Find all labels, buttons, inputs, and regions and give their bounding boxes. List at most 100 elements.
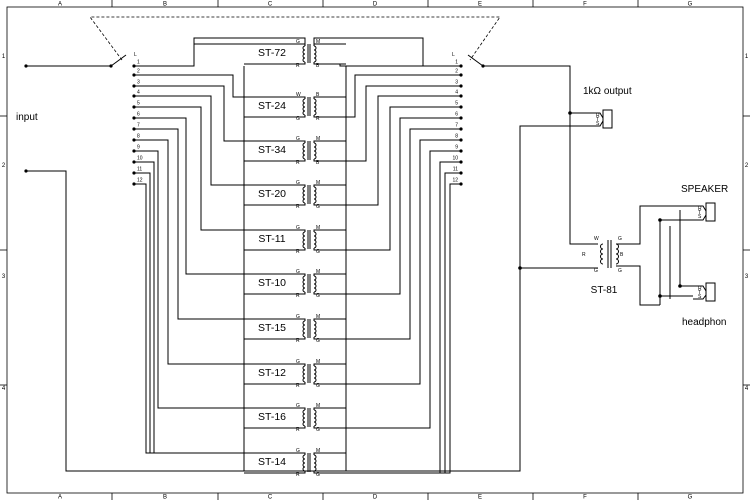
- secondary-coil-turn: [313, 369, 317, 375]
- switch-left-contact: [132, 105, 136, 109]
- secondary-coil-turn: [313, 275, 317, 281]
- switch-right-route: [346, 150, 461, 429]
- jack-body: [705, 202, 716, 222]
- primary-coil-turn: [302, 287, 306, 293]
- wire: [244, 382, 306, 385]
- speaker-jack: [693, 202, 716, 222]
- wire: [616, 205, 693, 245]
- wire: [244, 318, 306, 321]
- grid-col-bottom-F: F: [583, 495, 587, 500]
- grid-row-right-3: 3: [745, 274, 749, 280]
- output-line: [483, 65, 590, 114]
- transformer-pin-label: G: [296, 359, 300, 365]
- transformer-pin-label: M: [316, 403, 320, 409]
- transformer-pin-label: G: [296, 180, 300, 186]
- primary-coil-turn: [302, 283, 306, 289]
- transformer-name-st-14: ST-14: [258, 456, 286, 468]
- secondary-coil-turn: [313, 239, 317, 245]
- transformer-name-st-20: ST-20: [258, 188, 286, 200]
- primary-coil-turn: [302, 369, 306, 375]
- switch-right-route: [346, 161, 461, 474]
- primary-coil-turn: [302, 45, 306, 51]
- output-jack-pin: R: [596, 113, 600, 119]
- switch-left-route: [134, 150, 244, 409]
- transformer-pin-label: G: [296, 39, 300, 45]
- transformer-pin-label: G: [296, 314, 300, 320]
- transformer-pin-label: R: [296, 338, 300, 344]
- transformer-pin-label: B: [316, 160, 320, 166]
- transformer-pin-label: R: [296, 293, 300, 299]
- switch-left-route: [134, 106, 244, 231]
- transformer-name-st-11: ST-11: [258, 233, 285, 245]
- secondary-coil-turn: [313, 231, 317, 237]
- transformer-name-st-24: ST-24: [258, 100, 286, 112]
- wire: [313, 471, 346, 474]
- primary-coil-turn: [302, 377, 306, 383]
- switch-right-route: [346, 74, 461, 118]
- jack-body: [705, 282, 716, 302]
- grid-col-top-D: D: [373, 2, 378, 8]
- components: [24, 43, 716, 474]
- secondary-coil-turn: [313, 466, 317, 472]
- transformer-st-34: [244, 140, 346, 162]
- input-terminal-ground: [24, 169, 28, 173]
- primary-coil-turn: [302, 458, 306, 464]
- primary-coil-turn: [600, 253, 604, 260]
- transformer-pin-label: M: [316, 136, 320, 142]
- secondary-coil-turn: [313, 53, 317, 59]
- jack-contacts: [693, 285, 707, 300]
- st81-pin-label: B: [620, 252, 624, 258]
- primary-coil-turn: [302, 150, 306, 156]
- output-jack-pin: T: [596, 117, 599, 123]
- primary-coil-turn: [302, 186, 306, 192]
- wire: [244, 184, 306, 187]
- primary-coil-turn: [302, 275, 306, 281]
- switch-right-route: [346, 117, 461, 295]
- headphone-jack-pin: R: [698, 286, 702, 292]
- wire: [244, 426, 306, 429]
- junction-dot: [678, 284, 682, 288]
- wire: [313, 452, 346, 455]
- secondary-coil-turn: [313, 150, 317, 156]
- switch-left-contact: [132, 182, 136, 186]
- wire: [313, 292, 346, 295]
- junction-dot: [658, 294, 662, 298]
- wire: [313, 37, 461, 67]
- primary-coil-turn: [302, 146, 306, 152]
- transformer-pin-label: G: [296, 136, 300, 142]
- switch-left-route: [134, 43, 244, 67]
- grid-col-bottom-D: D: [373, 495, 378, 500]
- switch-right-number: 6: [455, 112, 458, 118]
- st81-label: ST-81: [591, 285, 618, 296]
- transformer-pin-label: R: [296, 160, 300, 166]
- st81-pin-label: W: [594, 236, 599, 242]
- switch-right-contact: [459, 116, 463, 120]
- secondary-coil-turn: [313, 235, 317, 241]
- switch-right-contact: [459, 171, 463, 175]
- wire: [313, 140, 346, 143]
- transformer-st-10: [244, 273, 346, 295]
- transformer-pin-label: G: [316, 249, 320, 255]
- transformer-st-16: [244, 407, 346, 429]
- headphone-label: headphon: [682, 317, 727, 328]
- switch-right-number: 10: [452, 156, 458, 162]
- secondary-coil-turn: [313, 332, 317, 338]
- output-label: 1kΩ output: [583, 86, 632, 97]
- wire: [313, 203, 346, 206]
- secondary-coil-turn: [313, 186, 317, 192]
- primary-coil-turn: [302, 417, 306, 423]
- transformer-name-st-16: ST-16: [258, 411, 286, 423]
- switch-right-number: 3: [455, 80, 458, 86]
- primary-coil-turn: [302, 243, 306, 249]
- grid-col-bottom-G: G: [688, 495, 693, 500]
- switch-right-contact: [459, 94, 463, 98]
- switch-right-contact: [459, 127, 463, 131]
- transformer-name-st-15: ST-15: [258, 322, 286, 334]
- wire: [313, 382, 346, 385]
- primary-coil-turn: [302, 190, 306, 196]
- transformer-name-st-34: ST-34: [258, 144, 286, 156]
- switch-right-number: 4: [455, 90, 458, 96]
- transformer-pin-label: G: [296, 225, 300, 231]
- transformer-pin-label: G: [296, 116, 300, 122]
- headphone-jack-pin: S: [698, 294, 702, 300]
